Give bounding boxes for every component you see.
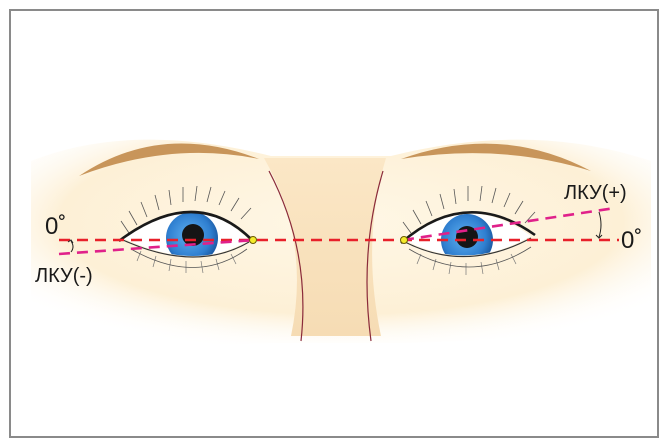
left-angle-label: ЛКУ(-): [35, 265, 93, 288]
right-angle-label: ЛКУ(+): [564, 182, 627, 205]
left-zero-degree-label: 0˚: [45, 213, 66, 241]
right-zero-degree-label: 0˚: [621, 227, 642, 255]
diagram-frame: 0˚ 0˚ ЛКУ(-) ЛКУ(+): [9, 9, 659, 438]
left-pupil: [182, 224, 204, 246]
face-diagram: [11, 11, 659, 438]
right-canthus-marker: [401, 237, 408, 244]
left-canthus-marker: [250, 237, 257, 244]
